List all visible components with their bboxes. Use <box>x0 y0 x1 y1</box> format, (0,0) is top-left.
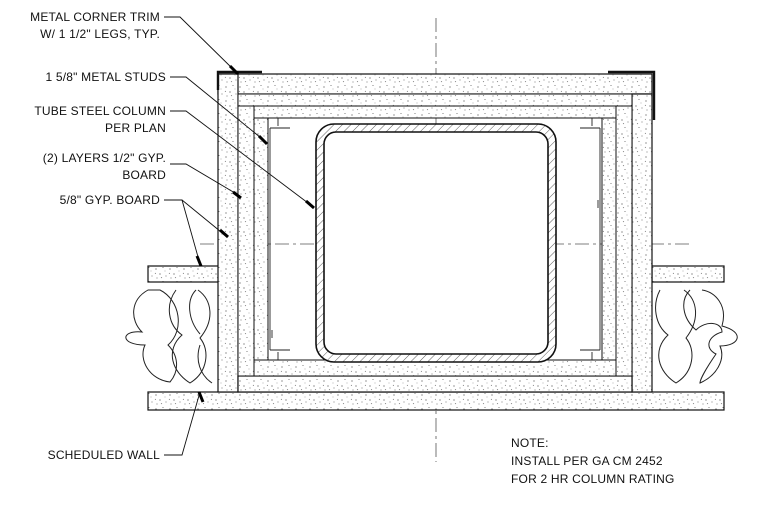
label-scheduled-wall: SCHEDULED WALL <box>48 448 161 462</box>
label-gyp-board: 5/8" GYP. BOARD <box>60 193 161 207</box>
label-corner-trim-line2: W/ 1 1/2" LEGS, TYP. <box>40 27 160 41</box>
insulation-batt-right <box>655 289 738 384</box>
metal-corner-trim <box>216 70 656 120</box>
note-title: NOTE: <box>511 436 549 450</box>
wall-gyp-face-bottom <box>147 391 725 411</box>
tube-steel-column <box>315 123 557 363</box>
gyp-board-outer-layer <box>217 73 653 393</box>
label-gyp-layers-line1: (2) LAYERS 1/2" GYP. <box>43 151 166 165</box>
label-corner-trim-line1: METAL CORNER TRIM <box>30 10 160 24</box>
label-tube-steel-line1: TUBE STEEL COLUMN <box>34 104 166 118</box>
leader-ticks <box>195 64 315 403</box>
label-tube-steel-line2: PER PLAN <box>105 121 166 135</box>
wall-gyp-face-top-left <box>147 265 221 283</box>
metal-studs <box>269 118 601 360</box>
label-gyp-layers-line2: BOARD <box>122 168 166 182</box>
insulation-batt-left <box>125 289 213 384</box>
leader-lines <box>164 16 313 456</box>
note-line2: FOR 2 HR COLUMN RATING <box>511 472 675 486</box>
label-metal-studs: 1 5/8" METAL STUDS <box>45 70 166 84</box>
wall-gyp-face-top-right <box>651 265 725 283</box>
gyp-board-inner-layers <box>237 93 633 377</box>
note-line1: INSTALL PER GA CM 2452 <box>511 454 663 468</box>
